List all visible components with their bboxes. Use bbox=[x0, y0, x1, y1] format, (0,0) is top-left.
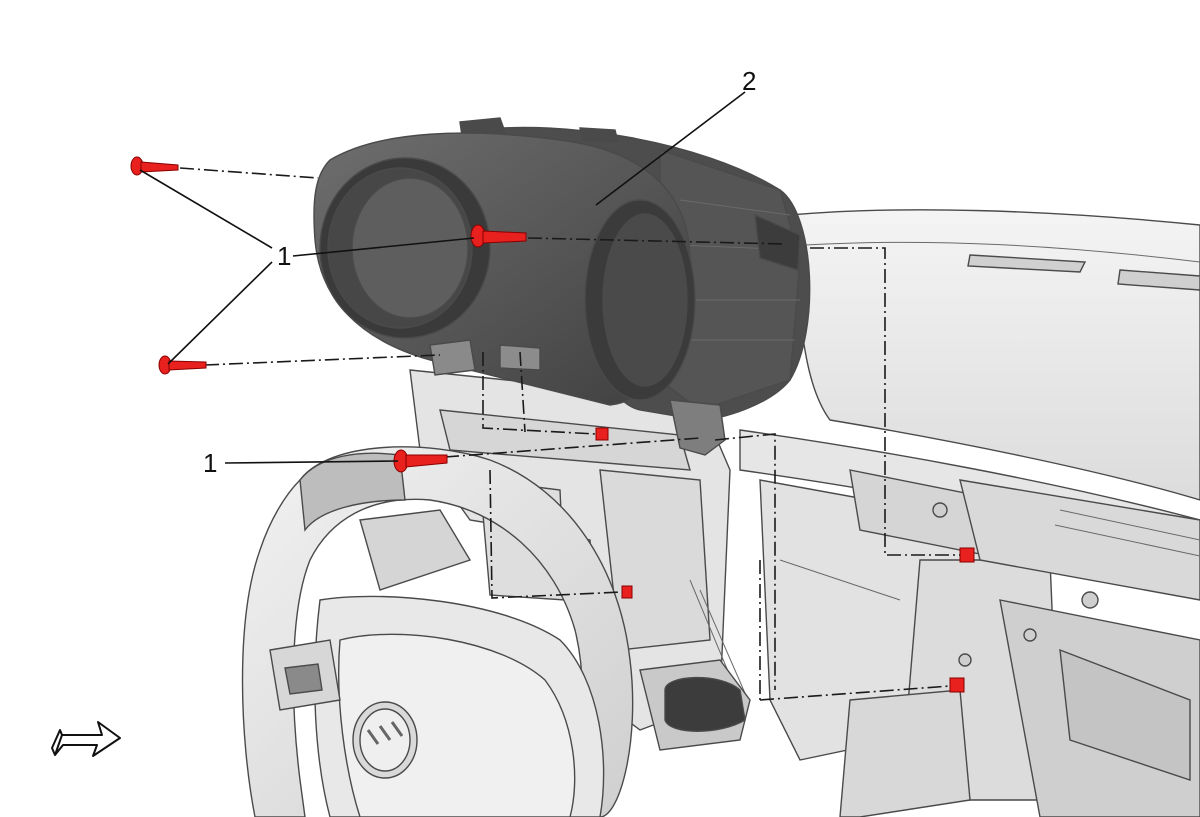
screw-lower-center bbox=[393, 449, 448, 473]
steering-column bbox=[359, 509, 751, 751]
screw-upper-left bbox=[130, 156, 179, 176]
steering-wheel bbox=[241, 446, 634, 817]
retainer-clip bbox=[949, 677, 965, 693]
callout-leaders bbox=[139, 91, 746, 464]
retainer-clip bbox=[959, 547, 975, 563]
retainer-clip bbox=[621, 585, 633, 599]
instrument-cluster bbox=[313, 117, 811, 456]
callout-label-screw: 1 bbox=[277, 241, 291, 271]
retainer-clip bbox=[595, 427, 609, 441]
installation-lines bbox=[179, 167, 960, 701]
vehicle-badge bbox=[352, 701, 418, 779]
screw-center bbox=[470, 224, 527, 248]
screw-lower-left bbox=[158, 355, 207, 375]
callout-label-cluster: 2 bbox=[742, 66, 756, 96]
front-arrow-icon bbox=[51, 721, 121, 757]
callout-label-screw-lower: 1 bbox=[203, 448, 217, 478]
screws bbox=[130, 156, 527, 473]
